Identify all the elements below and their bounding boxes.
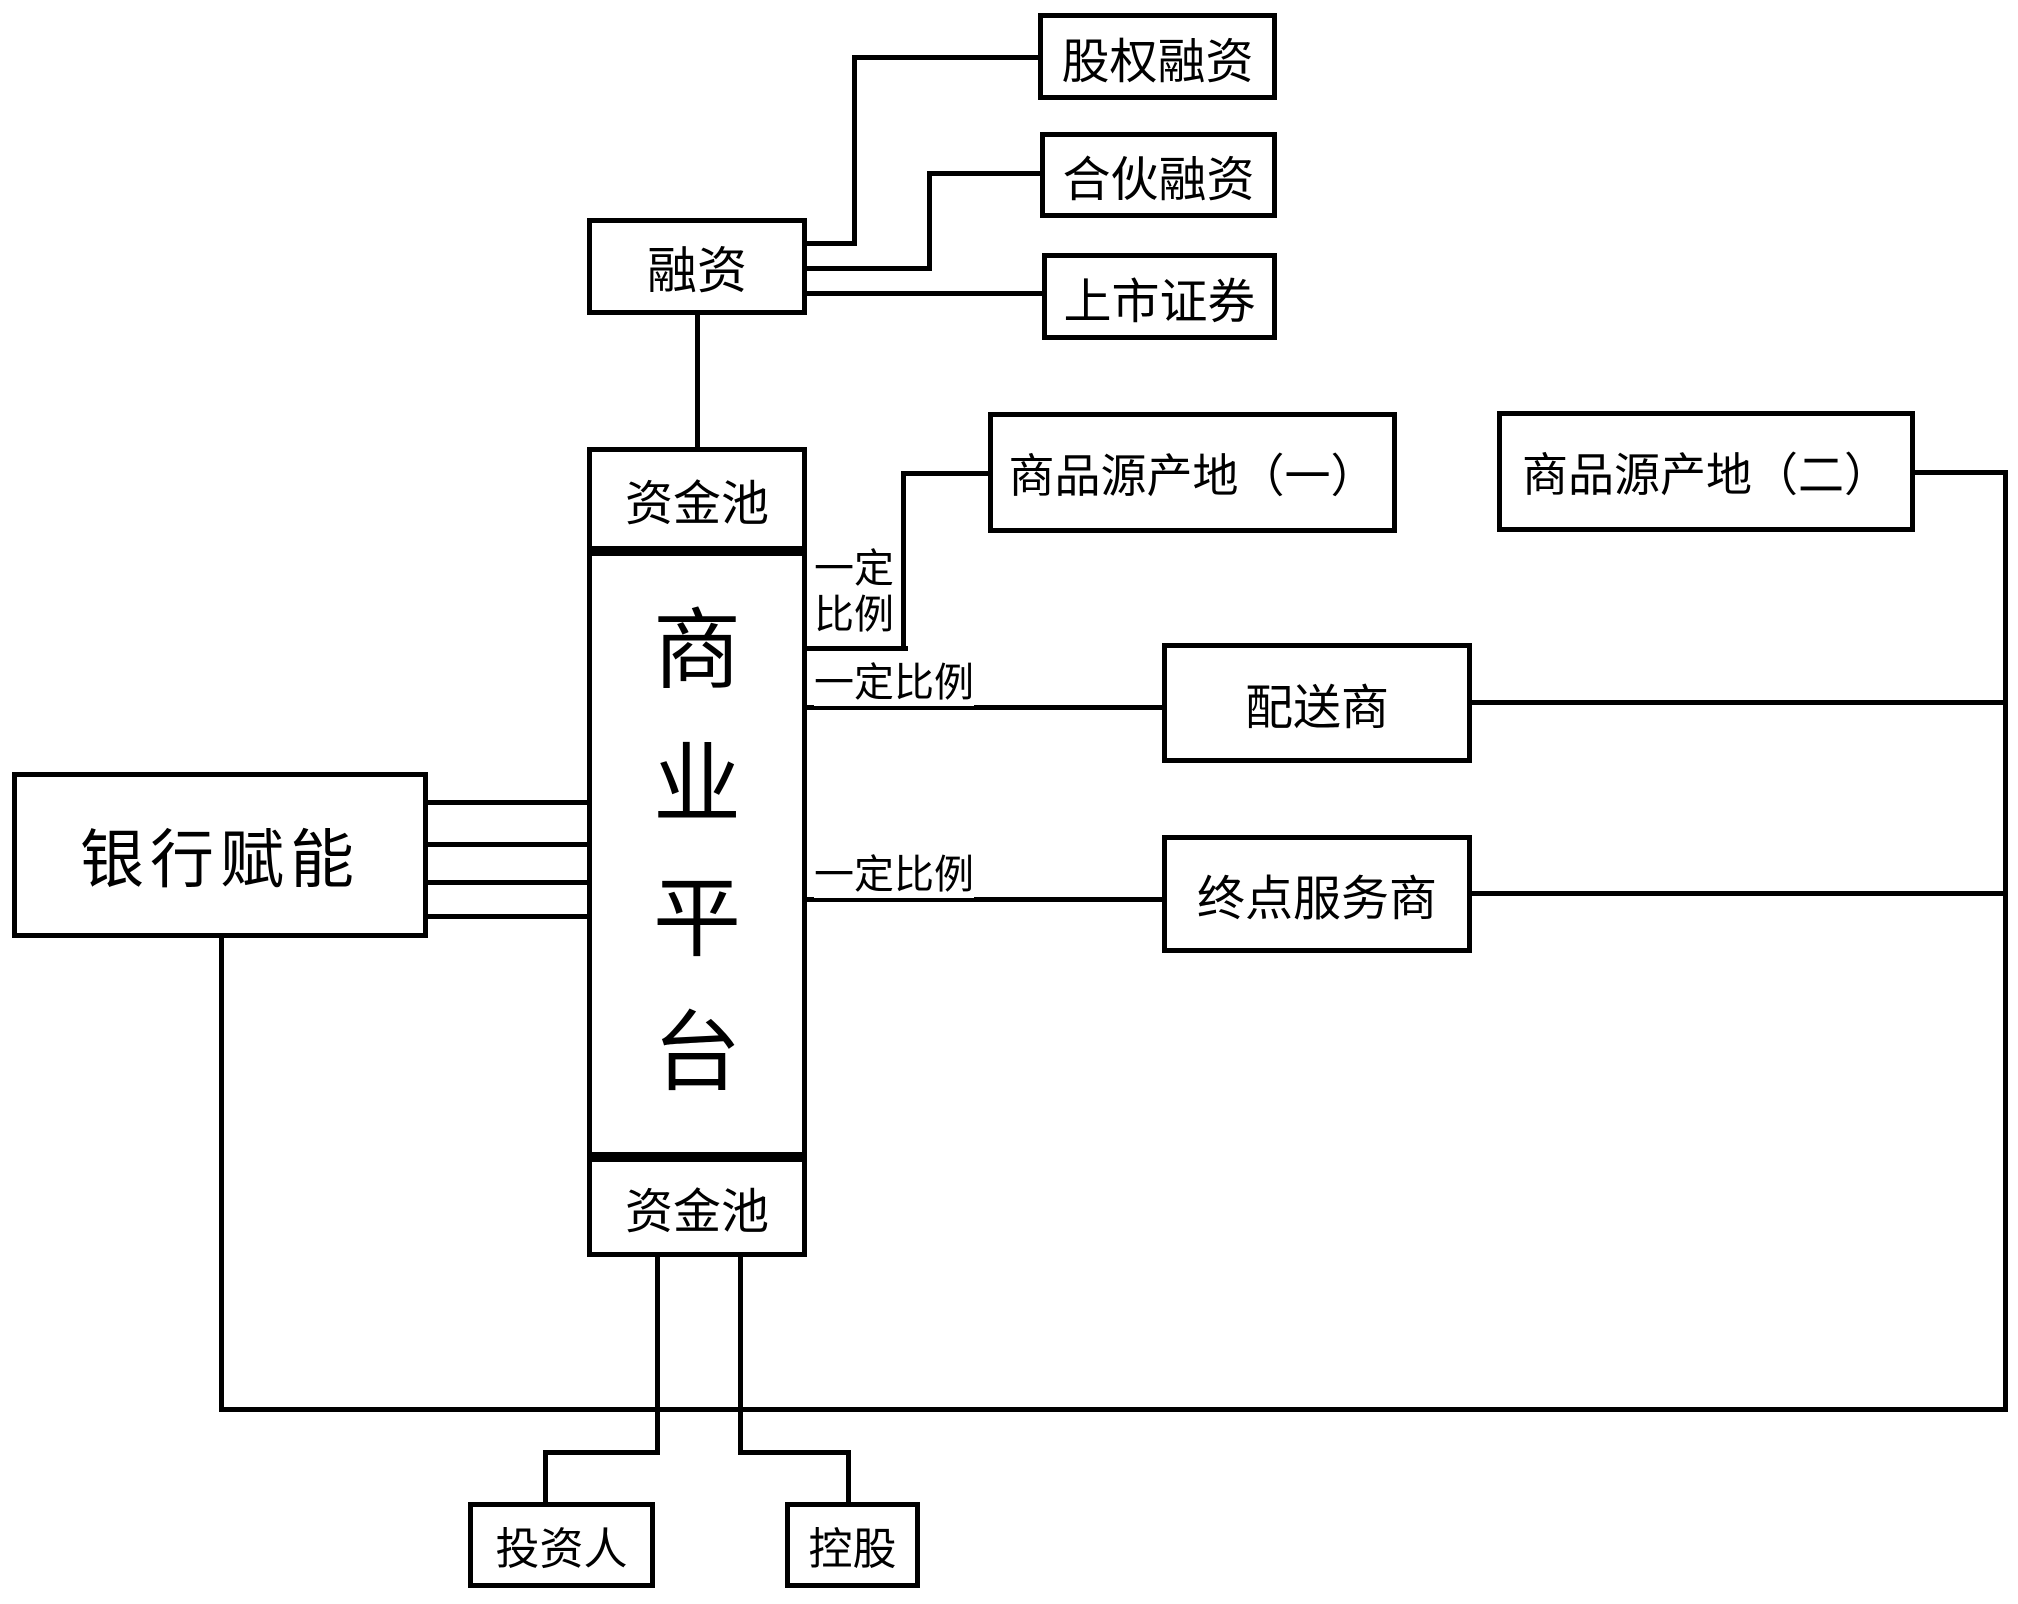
- node-partnership-financing-label: 合伙融资: [1062, 154, 1255, 207]
- edge-financing-to-equity-seg2: [852, 55, 857, 246]
- node-partnership-financing: 合伙融资: [1040, 132, 1277, 218]
- node-business-platform: 商 业 平 台: [587, 551, 807, 1157]
- edge-platform-to-terminal: [805, 897, 1162, 902]
- platform-char-4: 台: [652, 1006, 741, 1103]
- platform-char-2: 业: [652, 738, 741, 835]
- platform-char-3: 平: [652, 872, 741, 969]
- edge-financing-to-partnership-seg1: [807, 266, 932, 271]
- node-capital-pool-bottom-label: 资金池: [624, 1186, 769, 1239]
- node-capital-pool-bottom: 资金池: [587, 1157, 807, 1257]
- node-business-platform-label: 商 业 平 台: [653, 607, 741, 1101]
- node-financing-label: 融资: [647, 242, 747, 299]
- edge-platform-to-origin-one-seg2: [901, 471, 906, 651]
- edge-bank-to-platform-3: [428, 880, 590, 885]
- node-holding-label: 控股: [808, 1525, 897, 1574]
- edge-pool-bottom-drop-left: [655, 1257, 660, 1455]
- node-distributor: 配送商: [1162, 643, 1472, 763]
- edge-bottom-long: [219, 1407, 2008, 1412]
- edge-bank-to-platform-1: [428, 800, 590, 805]
- node-bank-empowerment: 银行赋能: [12, 772, 428, 938]
- node-equity-financing: 股权融资: [1038, 13, 1277, 100]
- edge-label-ratio-to-origin-line1: 一定: [814, 546, 894, 591]
- edge-origin-two-to-riser: [1915, 470, 2008, 475]
- edge-financing-to-partnership-seg3: [927, 171, 1045, 176]
- edge-right-riser: [2003, 470, 2008, 1412]
- node-listed-securities: 上市证券: [1042, 253, 1277, 340]
- node-equity-financing-label: 股权融资: [1061, 35, 1254, 89]
- node-terminal-service-provider-label: 终点服务商: [1196, 873, 1437, 926]
- edge-financing-to-pool-top: [695, 315, 700, 450]
- edge-financing-to-equity-seg3: [852, 55, 1043, 60]
- edge-pool-bottom-drop-right: [738, 1257, 743, 1455]
- edge-platform-to-distributor: [805, 705, 1162, 710]
- node-investor-label: 投资人: [495, 1525, 628, 1574]
- edge-investor-elbow-h: [543, 1450, 660, 1455]
- edge-bank-to-platform-2: [428, 842, 590, 847]
- edge-financing-to-equity-seg1: [807, 241, 857, 246]
- edge-financing-to-listed: [807, 291, 1047, 296]
- edge-terminal-to-riser: [1472, 891, 2008, 896]
- edge-label-ratio-to-origin: 一定 比例: [814, 546, 894, 638]
- node-commodity-origin-one-label: 商品源产地（一）: [1008, 450, 1377, 502]
- edge-investor-elbow-v: [543, 1450, 548, 1505]
- node-capital-pool-top-label: 资金池: [624, 478, 769, 531]
- edge-distributor-to-riser: [1472, 700, 2008, 705]
- node-bank-empowerment-label: 银行赋能: [80, 825, 360, 896]
- edge-bank-drop: [219, 938, 224, 1412]
- node-investor: 投资人: [468, 1502, 655, 1588]
- node-capital-pool-top: 资金池: [587, 447, 807, 551]
- edge-bank-to-platform-4: [428, 914, 590, 919]
- node-commodity-origin-two: 商品源产地（二）: [1497, 411, 1915, 532]
- node-commodity-origin-one: 商品源产地（一）: [988, 412, 1397, 533]
- node-distributor-label: 配送商: [1244, 682, 1389, 735]
- edge-platform-to-origin-one-seg1: [805, 646, 908, 651]
- edge-label-ratio-to-terminal: 一定比例: [814, 852, 974, 898]
- node-financing: 融资: [587, 218, 807, 315]
- edge-label-ratio-to-origin-line2: 比例: [814, 592, 894, 637]
- node-listed-securities-label: 上市证券: [1063, 275, 1256, 329]
- node-holding: 控股: [785, 1502, 920, 1588]
- node-terminal-service-provider: 终点服务商: [1162, 835, 1472, 953]
- platform-char-1: 商: [652, 604, 741, 701]
- edge-holding-elbow-v: [846, 1450, 851, 1505]
- edge-financing-to-partnership-seg2: [927, 171, 932, 271]
- edge-holding-elbow-h: [738, 1450, 851, 1455]
- node-commodity-origin-two-label: 商品源产地（二）: [1522, 449, 1890, 501]
- edge-platform-to-origin-one-seg3: [901, 471, 988, 476]
- edge-label-ratio-to-distributor: 一定比例: [814, 660, 974, 706]
